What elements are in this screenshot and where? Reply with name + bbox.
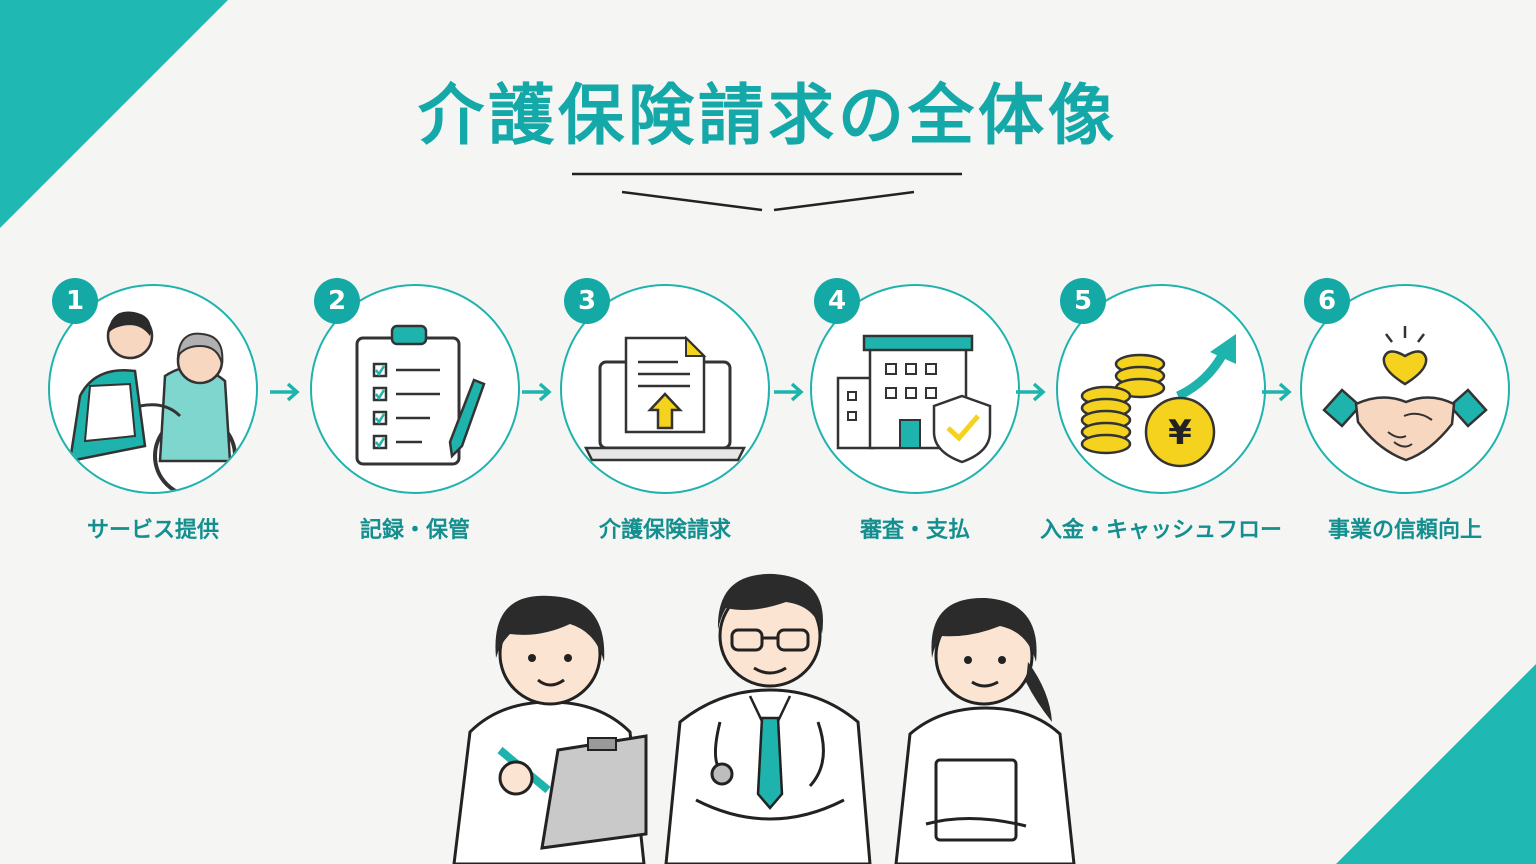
step-icon-circle bbox=[1300, 284, 1510, 494]
title-underline-decoration bbox=[572, 172, 962, 212]
step-1: 1 サービス提供 bbox=[38, 278, 268, 548]
step-number-badge: 2 bbox=[314, 278, 360, 324]
page-title: 介護保険請求の全体像 bbox=[418, 77, 1118, 154]
caregiver-wheelchair-icon bbox=[68, 311, 237, 492]
handshake-heart-icon bbox=[1322, 326, 1488, 462]
step-icon-circle bbox=[310, 284, 520, 494]
corner-decoration-top-left bbox=[0, 0, 228, 228]
step-label: 審査・支払 bbox=[859, 518, 970, 543]
step-3: 3 介護保険請求 bbox=[550, 278, 780, 548]
step-label: 事業の信頼向上 bbox=[1327, 518, 1482, 543]
nurse-with-tablet bbox=[894, 597, 1076, 864]
yen-symbol: ¥ bbox=[1168, 413, 1192, 453]
medical-staff-illustration bbox=[452, 573, 1076, 864]
step-6: 6 事業の信頼向上 bbox=[1290, 278, 1520, 548]
laptop-upload-icon bbox=[583, 335, 747, 462]
flow-arrow-icon bbox=[522, 382, 552, 402]
step-label: 介護保険請求 bbox=[598, 518, 731, 543]
step-label: 入金・キャッシュフロー bbox=[1039, 518, 1282, 543]
flow-arrow-icon bbox=[270, 382, 300, 402]
step-number-badge: 3 bbox=[564, 278, 610, 324]
step-number-badge: 1 bbox=[52, 278, 98, 324]
step-number-badge: 5 bbox=[1060, 278, 1106, 324]
step-5: 5 ¥ 入金・キャッシュフロー bbox=[1040, 278, 1282, 548]
building-shield-icon bbox=[836, 334, 992, 464]
flow-arrow-icon bbox=[774, 382, 804, 402]
yen-coins-growth-icon: ¥ bbox=[1080, 334, 1236, 468]
step-icon-circle bbox=[48, 284, 258, 494]
clipboard-checklist-icon bbox=[355, 324, 486, 466]
corner-decoration-bottom-right bbox=[1336, 664, 1536, 864]
step-icon-circle bbox=[560, 284, 770, 494]
step-icon-circle: ¥ bbox=[1056, 284, 1266, 494]
step-label: 記録・保管 bbox=[359, 518, 470, 543]
nurse-with-clipboard bbox=[452, 595, 648, 864]
step-4: 4 審査・支払 bbox=[800, 278, 1030, 548]
flow-arrow-icon bbox=[1262, 382, 1292, 402]
flow-arrow-icon bbox=[1016, 382, 1046, 402]
step-label: サービス提供 bbox=[86, 518, 219, 543]
step-number-badge: 6 bbox=[1304, 278, 1350, 324]
step-2: 2 記録・保管 bbox=[300, 278, 530, 548]
doctor-with-stethoscope bbox=[664, 573, 872, 864]
step-number-badge: 4 bbox=[814, 278, 860, 324]
